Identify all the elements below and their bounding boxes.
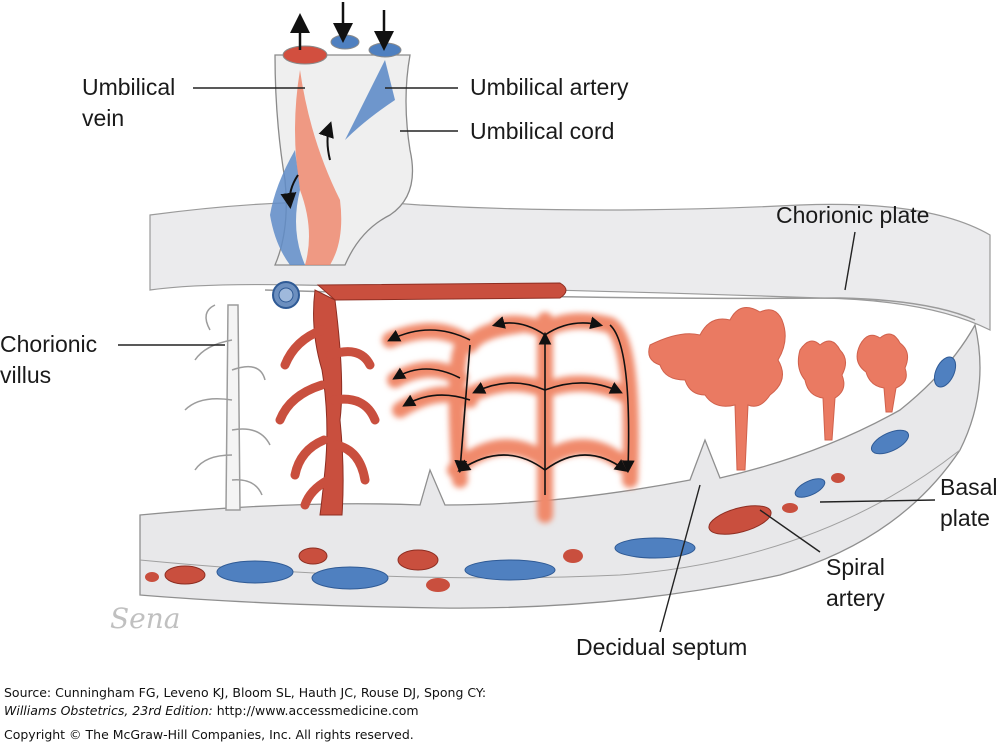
leader-lines — [118, 87, 936, 633]
label-umbilical-vein-line2: vein — [82, 105, 125, 131]
label-spiral-artery-line2: artery — [826, 585, 885, 611]
umbilical-cord — [270, 2, 414, 266]
label-umbilical-vein: Umbilical vein — [82, 72, 175, 134]
label-chorionic-villus-line1: Chorionic — [0, 331, 98, 357]
label-basal-plate-line2: plate — [940, 505, 990, 531]
label-basal-plate: Basal plate — [940, 472, 998, 534]
label-chorionic-villus: Chorionic villus — [0, 329, 97, 391]
villous-trees-right — [648, 307, 909, 471]
label-chorionic-villus-line2: villus — [0, 362, 52, 388]
red-villous-tree — [272, 281, 567, 516]
basal-plate — [139, 323, 981, 609]
source-url[interactable]: http://www.accessmedicine.com — [216, 703, 419, 718]
label-basal-plate-line1: Basal — [940, 474, 998, 500]
source-line: Source: Cunningham FG, Leveno KJ, Bloom … — [4, 685, 487, 700]
copyright-line: Copyright © The McGraw-Hill Companies, I… — [4, 727, 414, 742]
decidual-vessels — [145, 356, 957, 592]
label-chorionic-plate: Chorionic plate — [776, 202, 930, 228]
label-umbilical-artery: Umbilical artery — [470, 74, 629, 100]
source-book: Williams Obstetrics, 23rd Edition: http:… — [4, 703, 419, 718]
book-title: Williams Obstetrics, 23rd Edition: — [4, 703, 213, 718]
label-spiral-artery-line1: Spiral — [826, 554, 885, 580]
label-decidual-septum: Decidual septum — [576, 634, 748, 660]
chorionic-villus-pale — [184, 304, 271, 511]
basal-plate-lower-edge — [139, 449, 961, 579]
maternal-flow-arrows — [387, 316, 635, 495]
placenta-illustration: Sena — [110, 2, 991, 635]
label-umbilical-cord: Umbilical cord — [470, 118, 615, 144]
label-umbilical-vein-line1: Umbilical — [82, 74, 176, 100]
label-spiral-artery: Spiral artery — [826, 552, 885, 614]
artist-signature: Sena — [110, 602, 180, 635]
